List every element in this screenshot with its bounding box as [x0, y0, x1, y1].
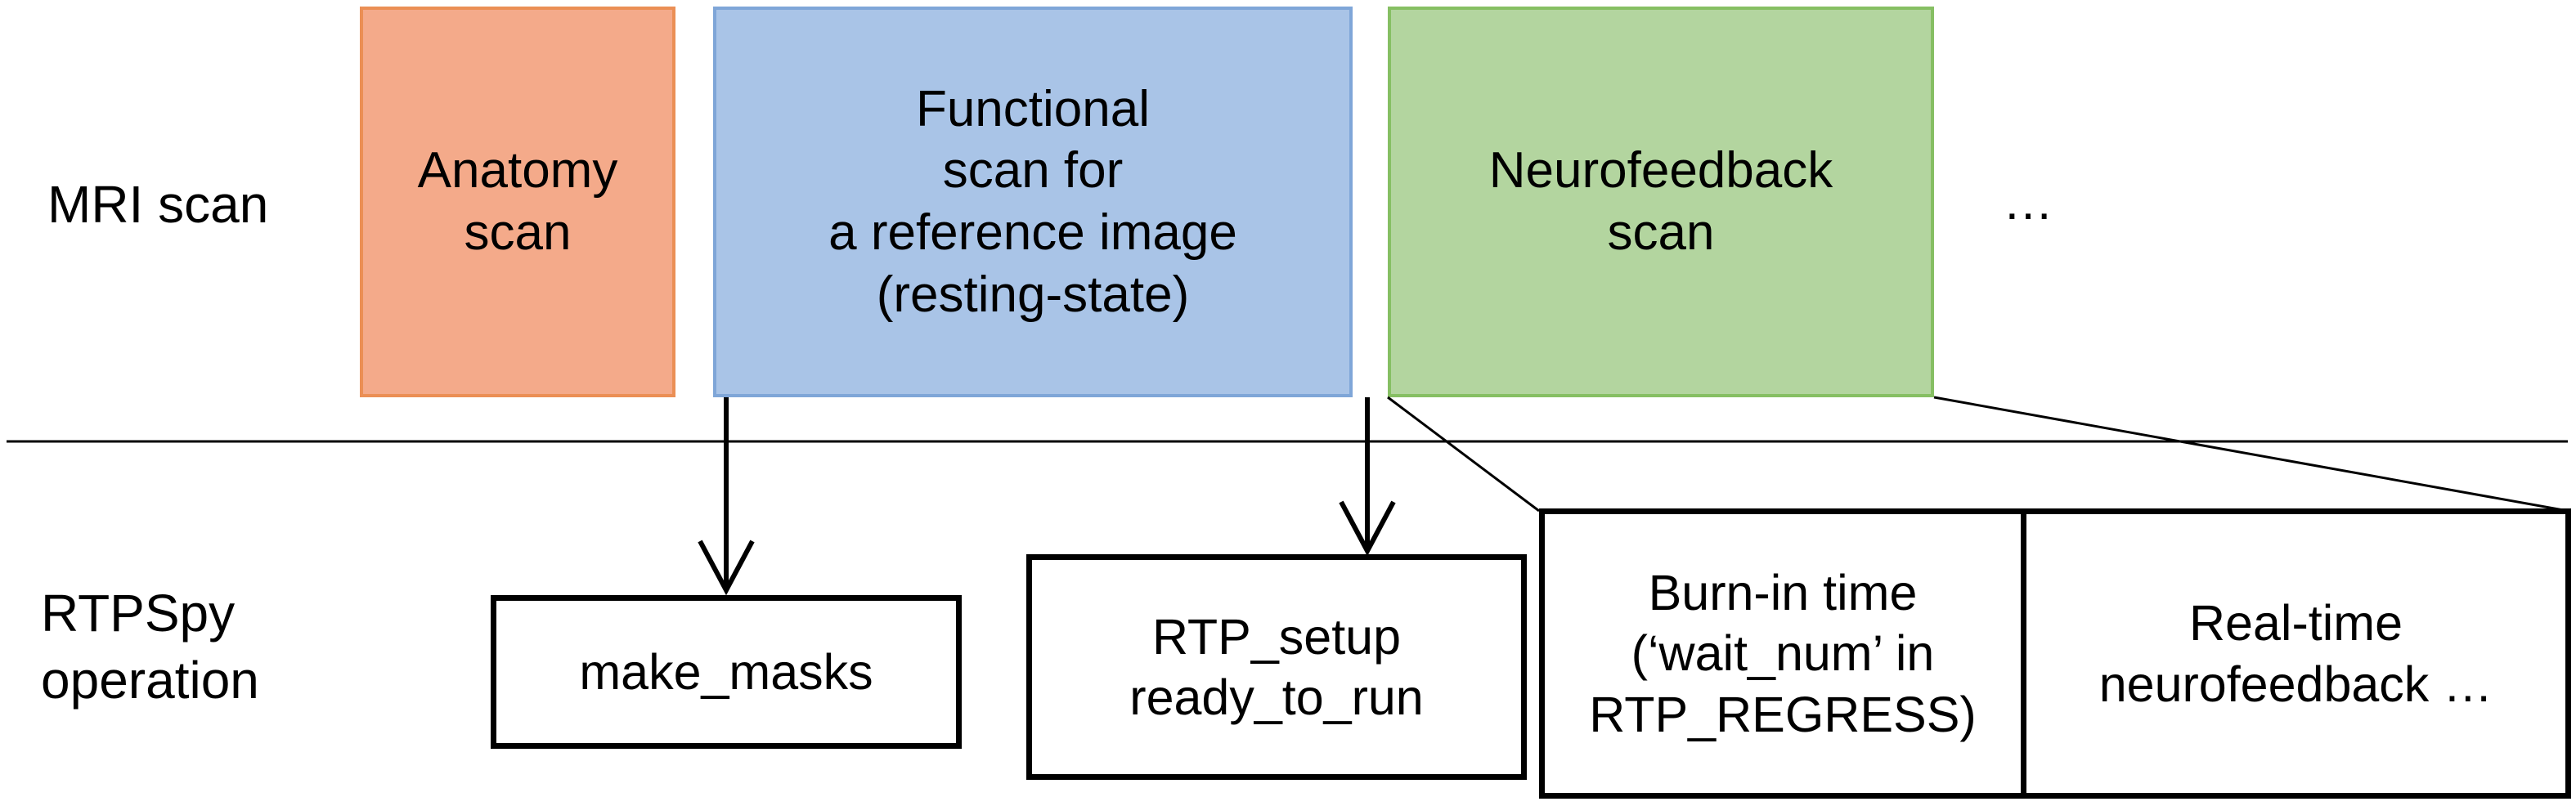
neurofeedback-scan-box: Neurofeedback scan: [1388, 7, 1934, 397]
arrow-to-rtp-setup-head: [1339, 500, 1396, 557]
burn-in-section: Burn-in time (‘wait_num’ in RTP_REGRESS): [1545, 514, 2021, 793]
make-masks-label: make_masks: [579, 643, 873, 700]
realtime-label: Real-time neurofeedback …: [2098, 595, 2493, 712]
anatomy-scan-box: Anatomy scan: [360, 7, 675, 397]
neurofeedback-scan-label: Neurofeedback scan: [1488, 142, 1833, 261]
rtp-setup-box: RTP_setup ready_to_run: [1026, 554, 1527, 780]
make-masks-box: make_masks: [491, 595, 962, 749]
realtime-section: Real-time neurofeedback …: [2026, 514, 2565, 793]
arrow-to-make-masks-head: [698, 540, 755, 596]
functional-scan-box: Functional scan for a reference image (r…: [713, 7, 1353, 397]
scan-ellipsis: …: [2003, 174, 2053, 231]
zoom-line-left: [1387, 396, 1540, 513]
zoom-line-right: [1933, 396, 2569, 513]
rtp-setup-label: RTP_setup ready_to_run: [1129, 608, 1424, 725]
section-divider: [2021, 514, 2026, 793]
row-label-rtpspy-operation: RTPSpy operation: [41, 584, 259, 710]
functional-scan-label: Functional scan for a reference image (r…: [828, 80, 1237, 323]
neurofeedback-run-box: Burn-in time (‘wait_num’ in RTP_REGRESS)…: [1539, 508, 2571, 799]
anatomy-scan-label: Anatomy scan: [417, 142, 618, 261]
burn-in-label: Burn-in time (‘wait_num’ in RTP_REGRESS): [1589, 564, 1977, 742]
row-label-mri-scan: MRI scan: [47, 175, 269, 234]
